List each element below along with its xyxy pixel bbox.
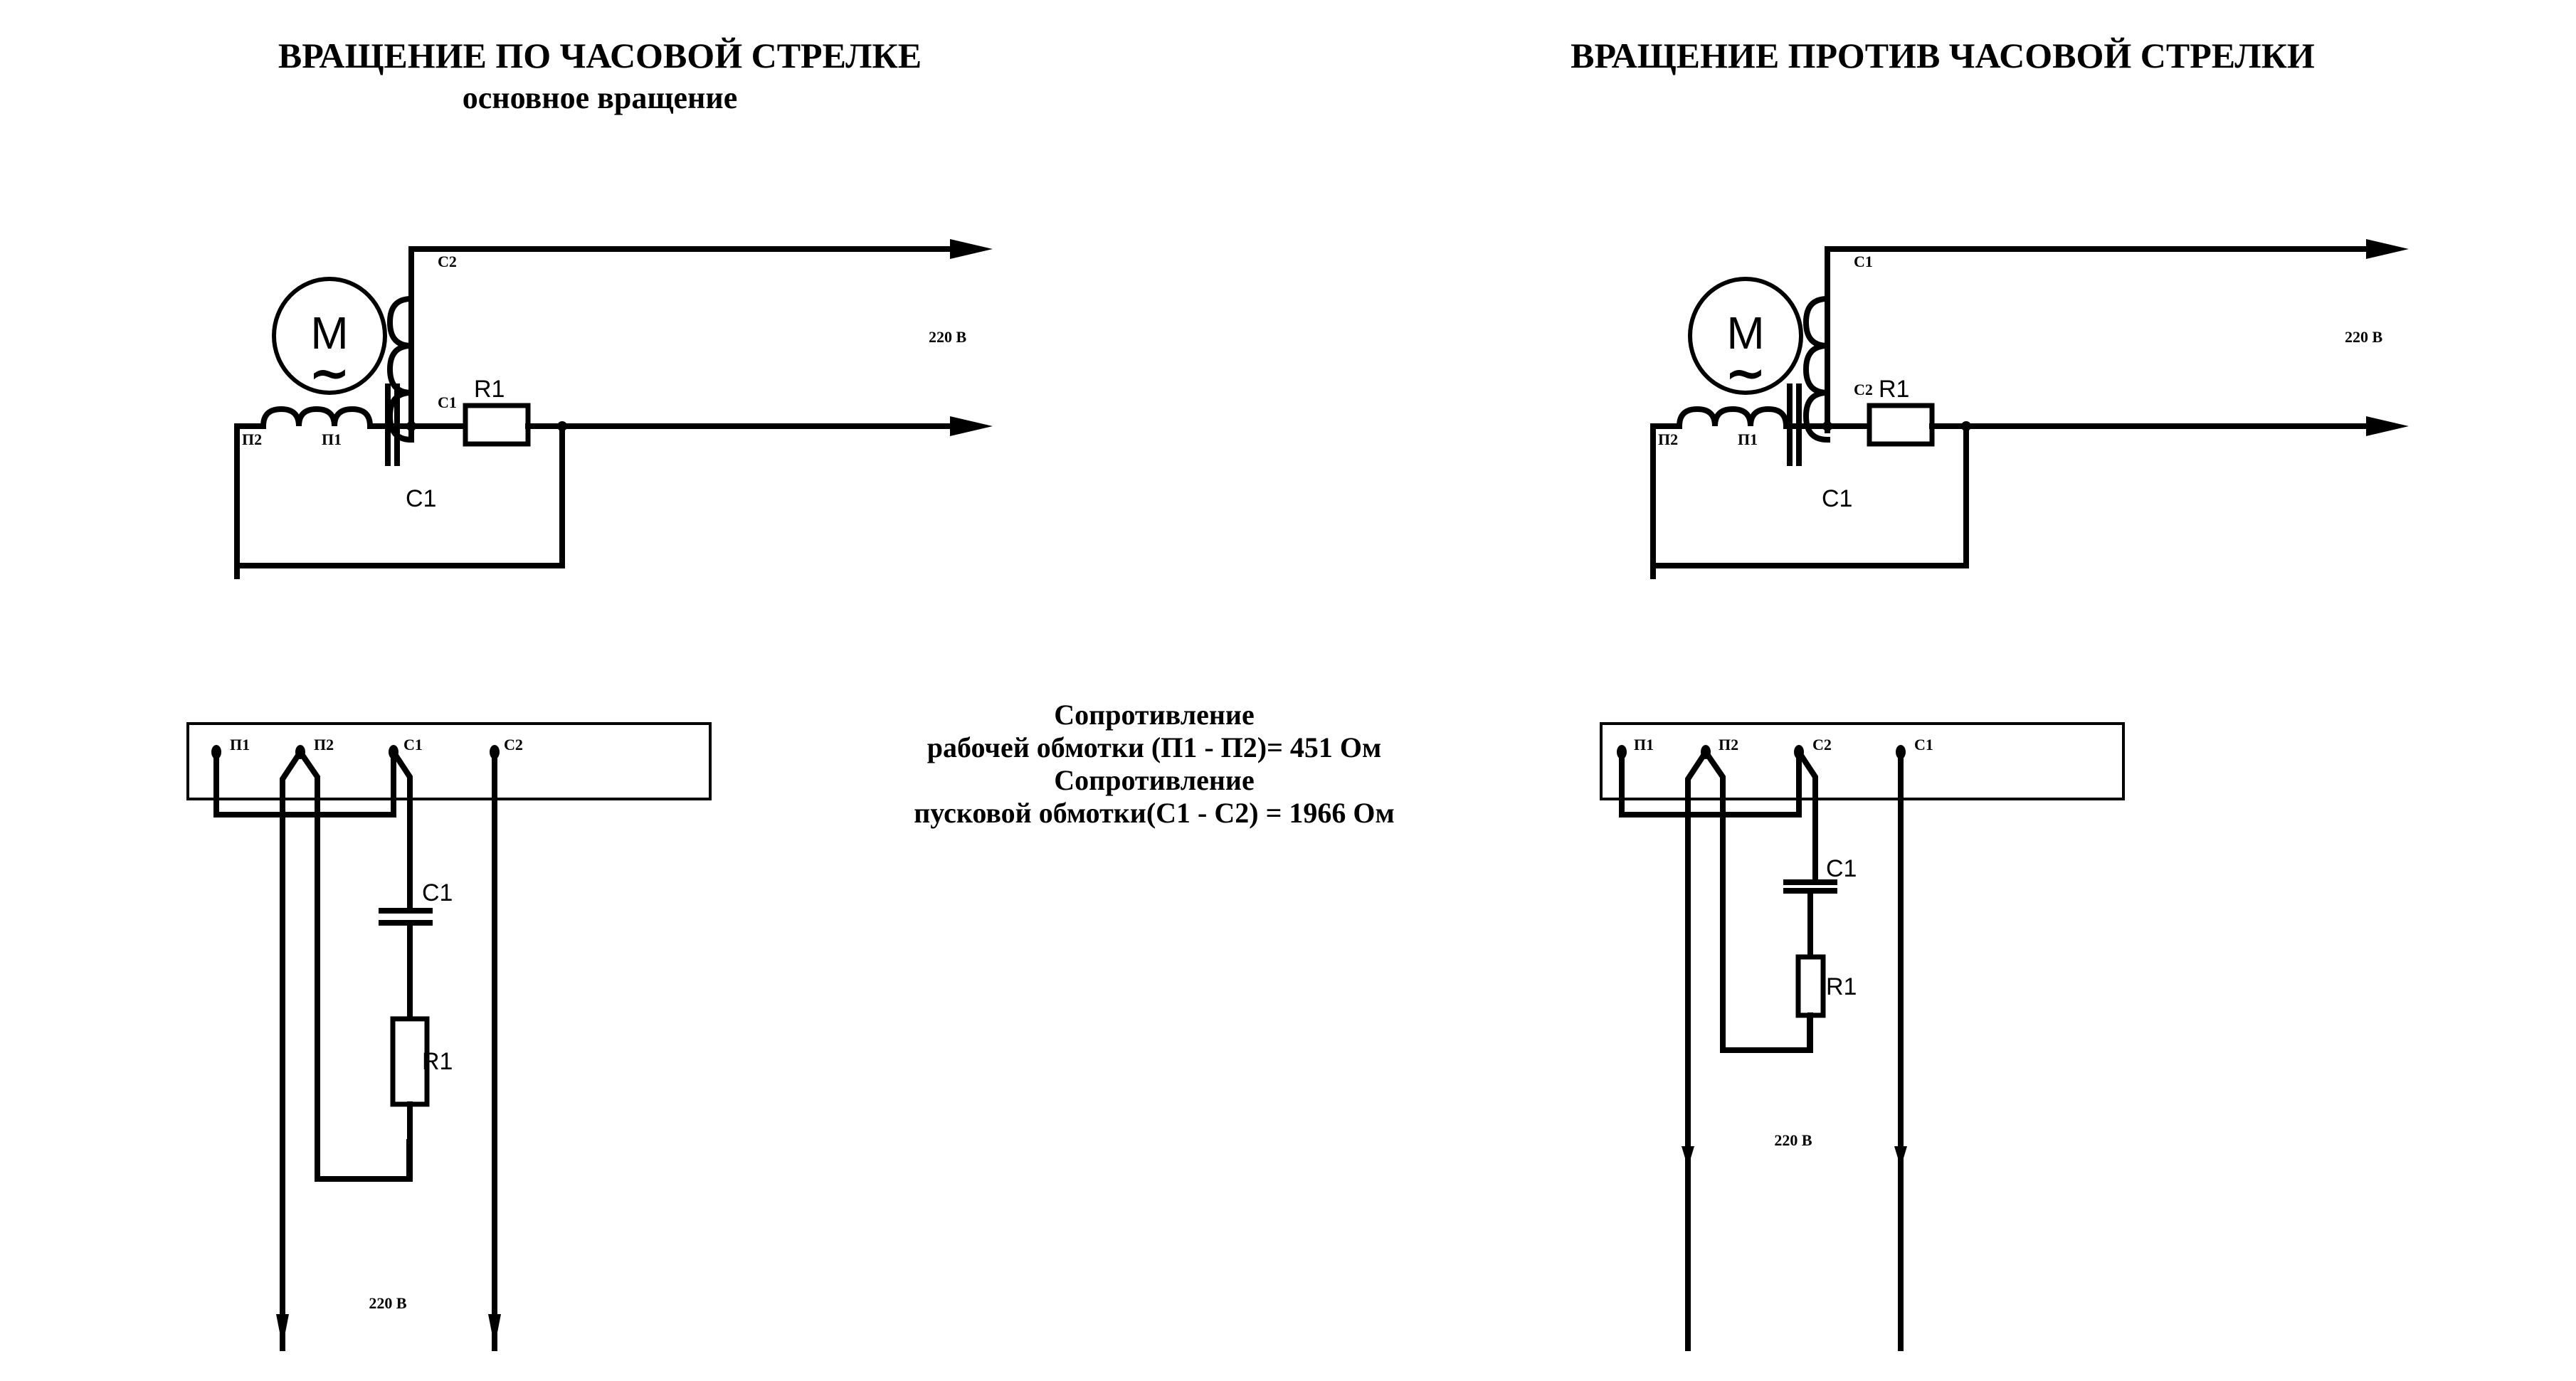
main-winding-left-label: П2 <box>242 430 262 448</box>
start-winding-bottom-label: C1 <box>438 393 457 411</box>
left-schematic: M ~ C2 C1 П2 П1 C1 R1 220 В <box>234 239 993 579</box>
resistor <box>463 403 531 447</box>
start-winding-coil <box>1802 295 1831 443</box>
supply-voltage-label: 220 В <box>369 1294 407 1312</box>
supply-voltage-label: 220 В <box>1774 1131 1812 1149</box>
junction-dot <box>1822 421 1832 431</box>
resistance-info: Сопротивление рабочей обмотки (П1 - П2)=… <box>914 699 1395 829</box>
arrow-right-icon <box>2366 239 2409 259</box>
terminal-label: П2 <box>1719 736 1738 753</box>
wire-loop-return <box>234 423 565 576</box>
resistor <box>1795 954 1826 1018</box>
arrow-right-icon <box>2366 416 2409 436</box>
junction-dot <box>406 421 416 431</box>
right-schematic: M ~ C1 C2 П2 П1 C1 R1 220 В <box>1650 239 2409 579</box>
supply-voltage-label: 220 В <box>929 328 967 346</box>
start-winding-coil <box>386 295 415 443</box>
wire-c1-to-cap <box>389 748 413 914</box>
start-winding-top-label: C1 <box>1854 253 1873 270</box>
ac-tilde-icon: ~ <box>1725 344 1767 402</box>
wire-loop-return <box>1650 423 1969 576</box>
terminal-label: C2 <box>504 736 523 753</box>
motor-circle-icon <box>1688 277 1803 395</box>
supply-voltage-label: 220 В <box>2345 328 2383 346</box>
terminal-label: C2 <box>1812 736 1832 753</box>
terminal-label: П2 <box>314 736 334 753</box>
terminal-block-box <box>186 722 712 800</box>
capacitor-label: C1 <box>406 485 436 512</box>
arrow-down-icon <box>488 1314 501 1347</box>
motor-label: M <box>1726 307 1764 359</box>
info-line: пусковой обмотки(C1 - C2) = 1966 Ом <box>914 797 1395 829</box>
capacitor-label: C1 <box>1826 855 1857 882</box>
wire-top <box>408 246 978 433</box>
capacitor-label: C1 <box>1822 485 1852 512</box>
wire-c2-to-cap <box>1795 748 1818 885</box>
arrow-down-icon <box>1894 1146 1907 1168</box>
terminal-label: П1 <box>1634 736 1654 753</box>
right-title: ВРАЩЕНИЕ ПРОТИВ ЧАСОВОЙ СТРЕЛКИ <box>1571 36 2315 75</box>
start-winding-top-label: C2 <box>438 253 457 270</box>
resistor <box>1867 403 1935 447</box>
main-winding-left-label: П2 <box>1658 430 1678 448</box>
terminal-label: C1 <box>1914 736 1933 753</box>
ac-tilde-icon: ~ <box>309 344 351 402</box>
arrow-down-icon <box>1682 1146 1694 1168</box>
resistor-label: R1 <box>474 376 505 403</box>
motor-label: M <box>310 307 348 359</box>
terminal-label: П1 <box>230 736 250 753</box>
arrow-down-icon <box>276 1314 289 1347</box>
left-terminal-block: П1 П2 C1 C2 C1 R1 220 В <box>186 722 712 1351</box>
terminal-block-box <box>1600 722 2125 800</box>
junction-dot <box>1961 421 1971 431</box>
wire-p2-supply <box>1685 748 1710 1351</box>
main-winding-right-label: П1 <box>322 430 342 448</box>
motor-circle-icon <box>272 277 387 395</box>
main-winding-coil <box>260 406 374 430</box>
main-winding-right-label: П1 <box>1738 430 1758 448</box>
left-panel: ВРАЩЕНИЕ ПО ЧАСОВОЙ СТРЕЛКЕ основное вра… <box>186 36 993 1351</box>
left-subtitle: основное вращение <box>463 80 738 115</box>
jumper-p1-c2 <box>1619 749 1802 818</box>
jumper-p1-c1 <box>213 749 396 818</box>
info-line: Сопротивление <box>1054 764 1254 796</box>
wire-top <box>1825 246 2394 433</box>
left-title: ВРАЩЕНИЕ ПО ЧАСОВОЙ СТРЕЛКЕ <box>278 36 922 75</box>
resistor-label: R1 <box>1879 376 1909 403</box>
junction-dot <box>557 421 567 431</box>
main-winding-coil <box>1676 406 1790 430</box>
resistor-label: R1 <box>1826 973 1857 1000</box>
right-terminal-block: П1 П2 C2 C1 C1 R1 220 В <box>1600 722 2125 1351</box>
resistor-label: R1 <box>422 1048 453 1075</box>
arrow-right-icon <box>950 239 993 259</box>
info-line: Сопротивление <box>1054 699 1254 731</box>
terminal-label: C1 <box>403 736 423 753</box>
wire-left-loop <box>234 423 266 579</box>
start-winding-bottom-label: C2 <box>1854 381 1873 398</box>
arrow-right-icon <box>950 416 993 436</box>
wire-left-loop <box>1650 423 1682 579</box>
capacitor-label: C1 <box>422 879 453 906</box>
right-panel: ВРАЩЕНИЕ ПРОТИВ ЧАСОВОЙ СТРЕЛКИ M ~ C1 C… <box>1571 36 2409 1351</box>
info-line: рабочей обмотки (П1 - П2)= 451 Ом <box>927 731 1382 763</box>
wire-p2-supply <box>280 748 305 1351</box>
